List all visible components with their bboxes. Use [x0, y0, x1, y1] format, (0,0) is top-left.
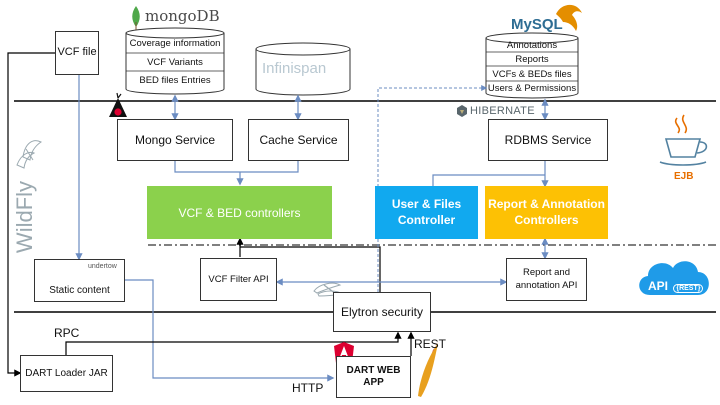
api-cloud-badge: {REST} — [673, 284, 704, 293]
mongo-row-variants: VCF Variants — [147, 57, 203, 68]
hibernate-logo: HIBERNATE — [470, 105, 535, 117]
infinispan-cylinder — [255, 42, 351, 96]
vcf-bed-controllers-label: VCF & BED controllers — [178, 205, 301, 220]
vcf-bed-controllers-box: VCF & BED controllers — [147, 186, 332, 239]
mysql-row-annotations: Annotations — [506, 40, 558, 51]
mongo-service-label: Mongo Service — [134, 133, 216, 147]
arrow-vcf-loader — [7, 52, 55, 377]
elytron-security-box: Elytron security — [333, 292, 431, 332]
dart-loader-box: DART Loader JAR — [20, 355, 113, 392]
cache-service-label: Cache Service — [259, 133, 338, 147]
rdbms-service-box: RDBMS Service — [488, 119, 608, 161]
cache-service-box: Cache Service — [248, 119, 349, 161]
hibernate-icon — [457, 105, 467, 117]
mongodb-cylinder — [125, 27, 225, 95]
user-files-controller-label: User & Files Controller — [391, 196, 462, 227]
mysql-row-users: Users & Permissions — [487, 83, 577, 94]
arrow-static-webapp — [125, 279, 335, 382]
ejb-label: EJB — [674, 171, 694, 182]
api-cloud-text: API — [648, 279, 669, 293]
mysql-dolphin-icon — [556, 4, 582, 31]
rest-label: REST — [414, 337, 447, 351]
report-annotation-controllers-label: Report & Annotation Controllers — [488, 196, 605, 227]
duke-icon — [109, 92, 127, 117]
rpc-label: RPC — [54, 326, 80, 340]
wildfly-wings-icon — [16, 140, 42, 169]
http-label: HTTP — [292, 381, 324, 395]
mongo-row-coverage: Coverage information — [129, 38, 221, 49]
report-annotation-api-label: Report and annotation API — [515, 267, 578, 291]
java-cup-icon — [659, 114, 708, 166]
api-cloud-icon — [639, 261, 709, 295]
dart-web-app-label: DART WEB APP — [346, 364, 401, 389]
elytron-security-label: Elytron security — [340, 305, 424, 319]
mysql-cylinder — [485, 32, 579, 99]
api-cloud-label: API {REST} — [648, 279, 704, 293]
dart-web-app-box: DART WEB APP — [336, 356, 411, 398]
mongo-row-bed: BED files Entries — [139, 75, 211, 86]
rdbms-service-label: RDBMS Service — [504, 133, 592, 147]
dart-loader-label: DART Loader JAR — [25, 368, 108, 379]
mysql-row-reports: Reports — [515, 54, 549, 65]
wildfly-logo: WildFly — [12, 180, 37, 254]
report-annotation-api-box: Report and annotation API — [506, 258, 587, 301]
apache-feather-icon — [418, 343, 438, 397]
arrow-services-to-vcf — [174, 161, 299, 184]
arrow-elytron-vcf-controller — [240, 246, 381, 292]
report-annotation-controllers-box: Report & Annotation Controllers — [485, 186, 608, 239]
user-files-controller-box: User & Files Controller — [375, 186, 478, 239]
mysql-logo: MySQL — [511, 16, 563, 33]
vcf-filter-api-box: VCF Filter API — [200, 258, 277, 301]
mongodb-logo: mongoDB — [145, 7, 220, 25]
mysql-logo-text: MySQL — [511, 16, 563, 33]
mongodb-leaf-icon — [132, 6, 140, 27]
mysql-row-vcfs: VCFs & BEDs files — [492, 69, 572, 80]
static-content-box: Static content — [34, 259, 125, 302]
mongo-service-box: Mongo Service — [117, 119, 233, 161]
vcf-file-label: VCF file — [57, 46, 97, 59]
static-content-label: Static content — [49, 285, 110, 296]
arrow-rdbms-to-controllers — [432, 161, 545, 186]
vcf-filter-api-label: VCF Filter API — [208, 274, 269, 285]
undertow-logo: undertow — [88, 263, 117, 270]
arrow-loader-elytron — [65, 331, 402, 355]
infinispan-logo: Infinispan — [262, 60, 327, 77]
vcf-file-box: VCF file — [55, 31, 99, 75]
